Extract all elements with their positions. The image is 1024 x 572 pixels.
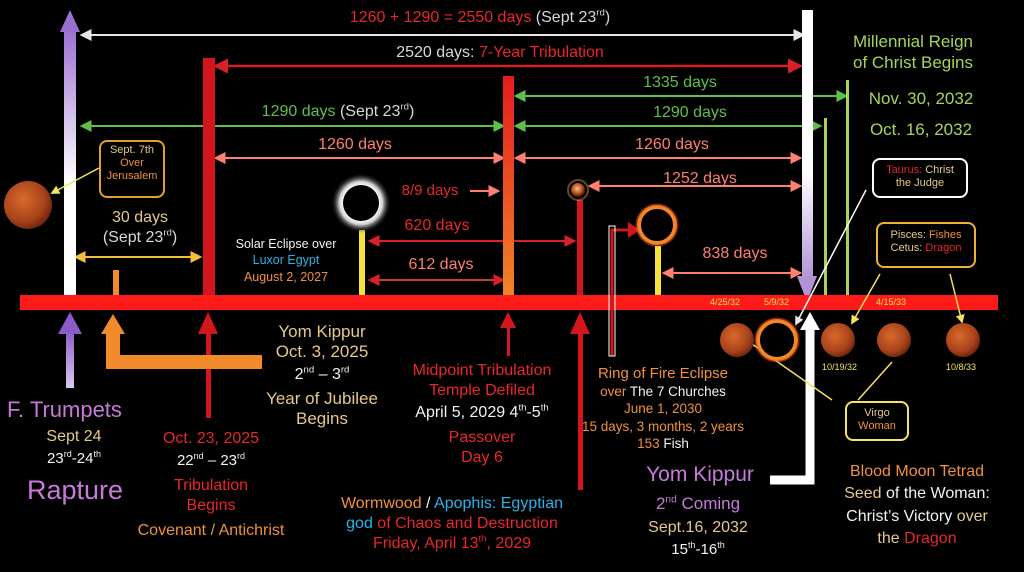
span-1260-left-label: 1260 days [318, 136, 392, 153]
trumpets-date: Sept 24 [46, 428, 102, 445]
millennial-bar-1 [846, 80, 849, 310]
taurus-box: Taurus: Christ the Judge [872, 158, 968, 198]
rapture-bar-arrowhead [60, 10, 80, 32]
span-838-label: 838 days [702, 245, 768, 262]
midpoint-lower-arrowhead [500, 312, 516, 328]
ring-of-fire-icon [635, 203, 679, 247]
span-1290-right-label: 1290 days [653, 104, 727, 121]
virgo-connector-2 [857, 361, 893, 401]
yom-kippur-2025: Yom Kippur Oct. 3, 2025 [275, 322, 369, 362]
rapture-lower-bar [66, 330, 74, 388]
span-2550-label: 1260 + 1290 = 2550 days (Sept 23rd) [349, 7, 611, 26]
bar-date-4: 10/19/32 [822, 362, 858, 372]
tribulation-date: Oct. 23, 2025 [162, 430, 260, 447]
ring-of-fire-icon [754, 317, 800, 363]
yom-kippur-elbow-arrow [106, 330, 262, 369]
wormwood-bar [577, 200, 583, 310]
tribulation-lower-bar [206, 330, 211, 418]
midpoint-date: April 5, 2029 4th-5th [415, 402, 549, 421]
blood-moon-icon [946, 323, 980, 357]
wormwood-lower-arrowhead [570, 312, 590, 334]
span-1290-left-label: 1290 days (Sept 23rd) [261, 101, 415, 120]
ring-eclipse-label: Ring of Fire Eclipse over The 7 Churches… [581, 365, 745, 451]
asteroid-icon [567, 179, 589, 201]
bar-date-5: 10/8/33 [946, 362, 977, 372]
pisces-connector-1 [851, 273, 881, 325]
midpoint-bar [503, 76, 514, 310]
tetrad-label: Blood Moon Tetrad Seed of the Woman: Chr… [844, 463, 990, 548]
wormwood-label: Wormwood / Apophis: Egyptian god of Chao… [340, 495, 564, 552]
rapture-lower-arrowhead [58, 312, 82, 334]
sept7-box: Sept. 7th Over Jerusalem [99, 140, 165, 198]
solar-eclipse-bar [359, 230, 365, 310]
span-1335-label: 1335 days [643, 74, 717, 91]
virgo-box: Virgo Woman [845, 401, 909, 441]
second-coming-hook-arrow [770, 328, 815, 485]
ring-eclipse-pointer [610, 228, 632, 356]
millennial-date-1: Nov. 30, 2032 [868, 89, 974, 108]
pisces-cetus-box: Pisces: Fishes Cetus: Dragon [876, 222, 976, 268]
taurus-connector [795, 189, 867, 326]
blood-moon-icon [821, 323, 855, 357]
second-coming-days: 15th-16th [671, 540, 725, 559]
span-89-label: 8/9 days [401, 182, 459, 199]
covenant-label: Covenant / Antichrist [137, 522, 285, 539]
midpoint-lower-bar [507, 326, 510, 356]
solar-eclipse-label: Solar Eclipse over Luxor Egypt August 2,… [235, 237, 337, 284]
rapture-bar [64, 28, 76, 310]
millennial-date-2: Oct. 16, 2032 [869, 120, 973, 139]
second-coming-arrowhead [797, 276, 817, 302]
second-coming-date: Sept.16, 2032 [648, 519, 748, 536]
tribulation-start-bar [203, 58, 215, 310]
span-30-label: 30 days (Sept 23rd) [102, 209, 178, 246]
rapture-label: Rapture [26, 475, 124, 505]
second-coming-title: Yom Kippur [646, 463, 754, 486]
millennial-bar-2 [824, 118, 827, 310]
bar-date-2: 5/9/32 [764, 297, 790, 307]
blood-moon-icon [4, 181, 52, 229]
wormwood-lower-bar [578, 330, 583, 490]
yom-kippur-elbow-arrowhead [101, 314, 125, 334]
trumpets-title: F. Trumpets [7, 397, 122, 422]
ring-eclipse-bar [655, 246, 661, 310]
second-coming-hook-arrowhead [800, 312, 820, 330]
span-1260-right-label: 1260 days [635, 136, 709, 153]
second-coming-label: 2nd Coming [655, 494, 741, 513]
solar-eclipse-icon [331, 173, 391, 233]
span-2520-label: 2520 days: 7-Year Tribulation [396, 44, 604, 61]
second-coming-bar [802, 10, 813, 280]
blood-moon-icon [720, 323, 754, 357]
tribulation-days: 22nd – 23rd [176, 451, 246, 470]
tribulation-lower-arrowhead [198, 312, 218, 334]
span-620-label: 620 days [404, 217, 470, 234]
trumpets-days: 23rd-24th [47, 449, 101, 468]
sept7-connector [50, 167, 100, 194]
span-1252-label: 1252 days [663, 170, 737, 187]
yom-kippur-bar [113, 270, 119, 310]
bar-date-3: 4/15/33 [876, 297, 907, 307]
pisces-connector-2 [949, 273, 965, 324]
span-612-label: 612 days [408, 256, 474, 273]
bar-date-1: 4/25/32 [710, 297, 741, 307]
ring-eclipse-pointer-arrowhead [628, 222, 640, 238]
main-timeline [20, 295, 998, 310]
blood-moon-icon [877, 323, 911, 357]
yom-kippur-2025-days: 2nd – 3rd [294, 364, 350, 383]
